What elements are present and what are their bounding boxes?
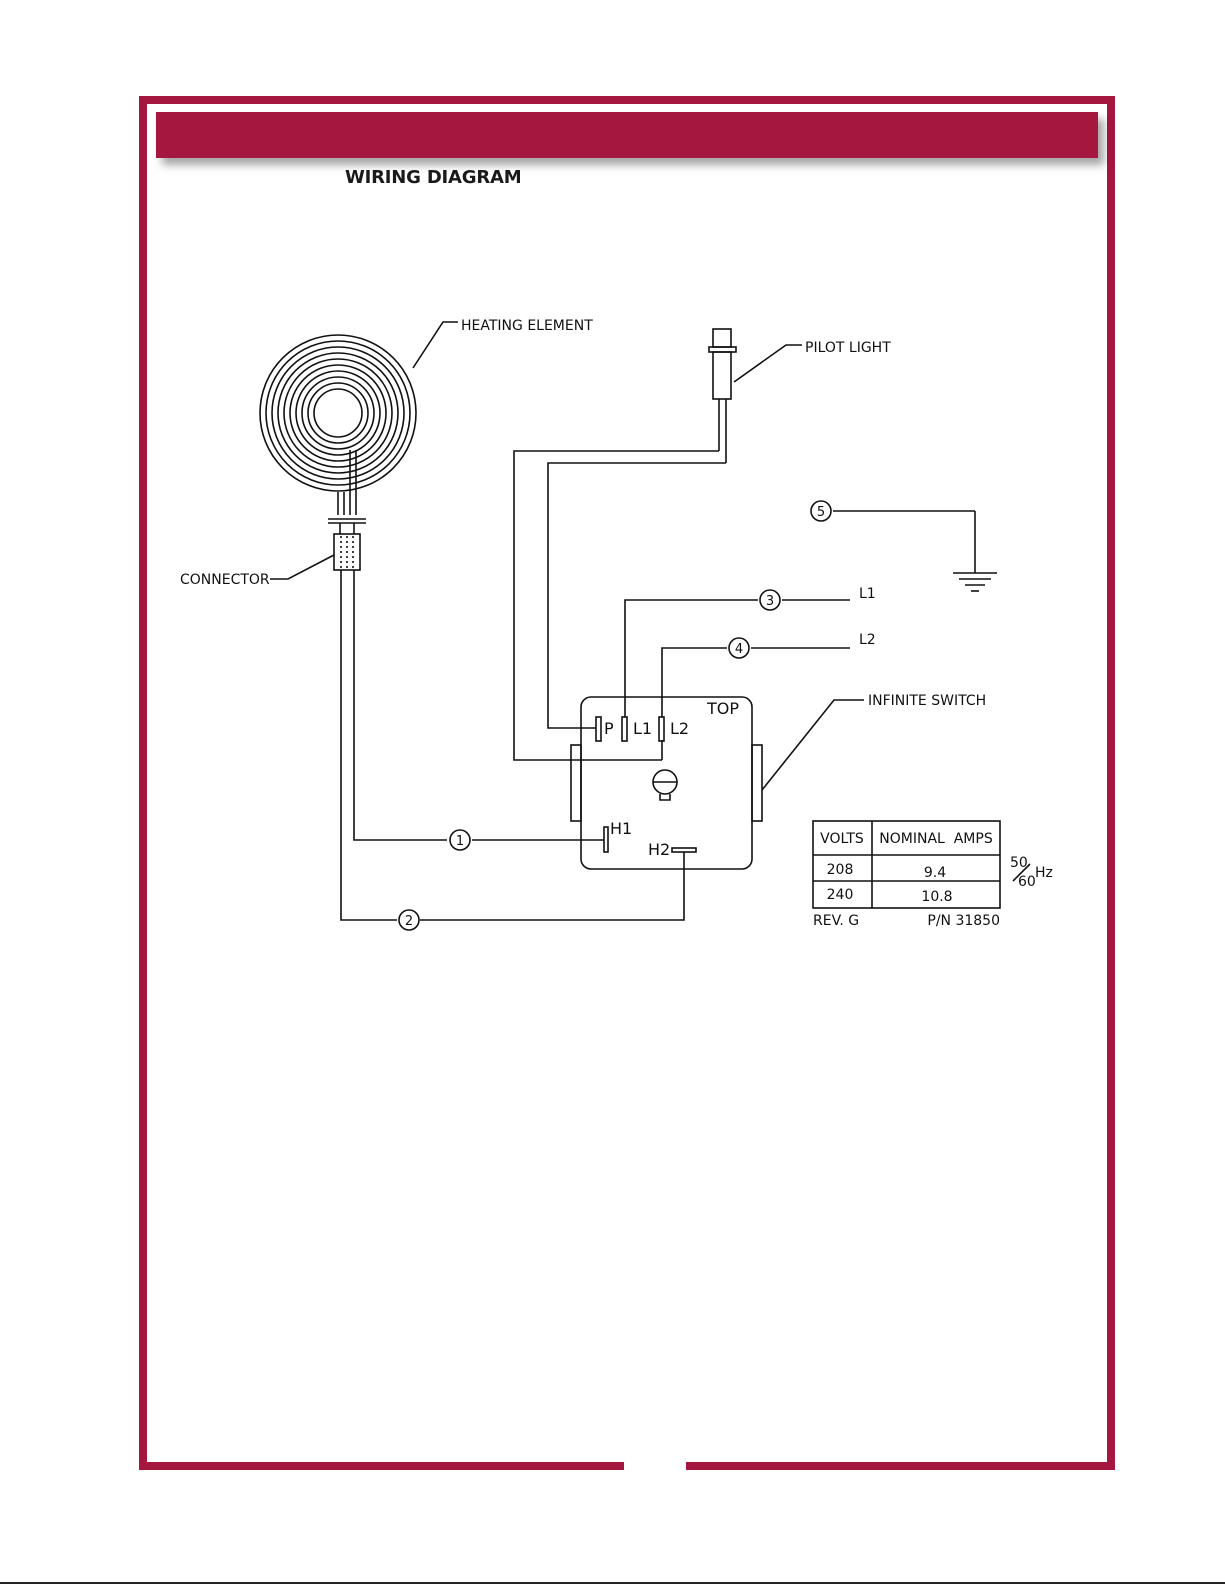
part-number-label: P/N 31850	[927, 913, 1000, 929]
terminal-p	[596, 717, 601, 741]
table-volts-240: 240	[827, 887, 854, 903]
terminal-h2-label: H2	[648, 840, 670, 859]
revision-label: REV. G	[813, 913, 859, 929]
ground-icon	[833, 511, 997, 591]
pilot-wire-outer	[514, 451, 719, 760]
wire-number-2: 2	[405, 914, 413, 929]
table-volts-208: 208	[827, 862, 854, 878]
wire-2-right	[420, 852, 684, 920]
heating-element-label: HEATING ELEMENT	[461, 318, 593, 334]
wire-number-3: 3	[766, 594, 774, 609]
table-header-volts: VOLTS	[820, 831, 864, 847]
wire-number-5: 5	[817, 505, 825, 520]
terminal-h1	[604, 827, 608, 852]
heating-element-coil	[260, 335, 416, 515]
wire-number-1: 1	[456, 834, 464, 849]
connector-label: CONNECTOR	[180, 572, 270, 588]
terminal-p-label: P	[604, 719, 614, 738]
table-amps-240: 10.8	[921, 889, 952, 905]
terminal-l1	[622, 717, 627, 741]
connector-leader	[270, 555, 334, 579]
wire-1-left	[354, 570, 447, 840]
wire-2-left	[341, 570, 397, 920]
supply-l1-label: L1	[859, 586, 876, 602]
terminal-h1-label: H1	[610, 819, 632, 838]
wire-number-4: 4	[735, 642, 743, 657]
switch-top-label: TOP	[706, 699, 739, 718]
frequency-60: 60	[1018, 874, 1036, 890]
pilot-light-icon	[709, 329, 736, 463]
terminal-h2	[672, 848, 696, 852]
frequency-unit: Hz	[1035, 865, 1053, 881]
infinite-switch-leader	[762, 700, 864, 790]
terminal-l2	[659, 717, 664, 741]
pilot-wire-inner	[548, 463, 726, 728]
frequency-50: 50	[1010, 855, 1028, 871]
pilot-light-label: PILOT LIGHT	[805, 340, 891, 356]
pilot-light-leader	[734, 345, 802, 382]
connector-icon	[328, 519, 366, 570]
infinite-switch-label: INFINITE SWITCH	[868, 693, 986, 709]
table-header-amps: NOMINAL AMPS	[879, 831, 993, 847]
table-amps-208: 9.4	[924, 865, 946, 881]
terminal-l2-label: L2	[670, 719, 689, 738]
heating-element-leader	[413, 322, 458, 368]
supply-l2-label: L2	[859, 632, 876, 648]
terminal-l1-label: L1	[633, 719, 652, 738]
